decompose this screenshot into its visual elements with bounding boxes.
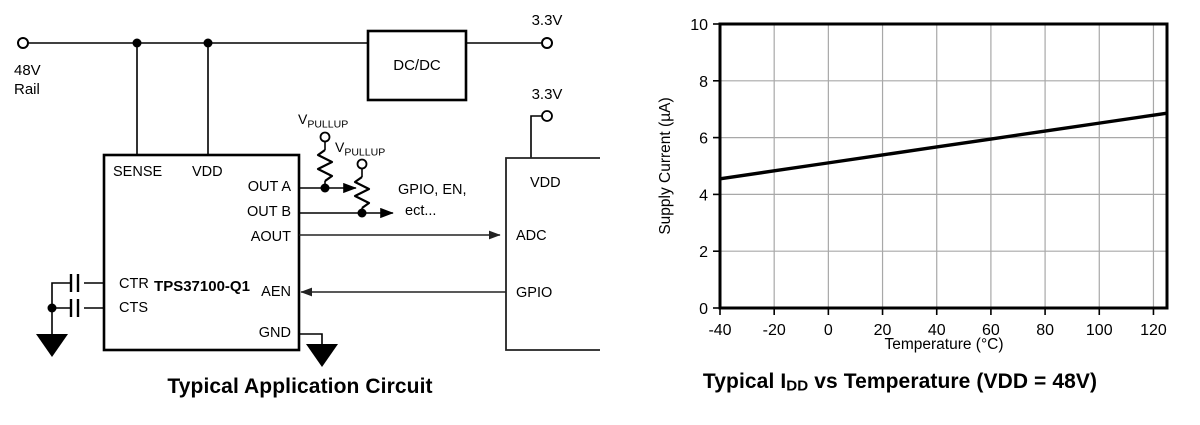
chart-x-tick-label: 100 [1086, 322, 1113, 339]
mcu-pin-label-adc: ADC [516, 228, 547, 244]
load-label-line1: GPIO, EN, [398, 182, 467, 198]
ctr-capacitor-network [51, 274, 104, 308]
dcdc-converter-block [366, 29, 468, 102]
pullup-b-network [299, 158, 394, 219]
typical-application-circuit-diagram: 48V Rail DC/DC 3.3V 3.3V [14, 12, 600, 367]
ic-body-tps37100q1 [102, 153, 301, 352]
rail-label-line1: 48V [14, 62, 41, 79]
ic-pin-label-ctr: CTR [119, 276, 149, 292]
terminal-circle-icon [541, 110, 553, 122]
chart-y-tick-labels: 0 2 4 6 8 10 [690, 17, 708, 318]
chart-gridlines [720, 24, 1167, 308]
chart-x-tick-label: 20 [874, 322, 892, 339]
chart-y-tick-label: 4 [699, 187, 708, 204]
chart-plot-frame [718, 22, 1169, 310]
ic-pin-label-gnd: GND [259, 325, 291, 341]
mcu-supply-wire [530, 110, 553, 158]
mcu-pin-label-gpio: GPIO [516, 285, 552, 301]
pullup-a-label: VPULLUP [298, 111, 348, 131]
terminal-circle-icon [541, 37, 553, 49]
ic-pin-label-aout: AOUT [251, 229, 291, 245]
chart-x-tick-label: 80 [1036, 322, 1054, 339]
load-label-line2: ect... [405, 203, 436, 219]
chart-caption-sub: DD [786, 377, 809, 395]
junction-dot-icon [357, 208, 367, 218]
chart-x-tick-label: 40 [928, 322, 946, 339]
chart-y-tick-label: 6 [699, 131, 708, 148]
dcdc-output-wire [466, 37, 553, 49]
chart-y-tick-label: 10 [690, 17, 708, 34]
chart-x-axis-label: Temperature (°C) [884, 336, 1003, 353]
chart-x-tick-label: 0 [824, 322, 833, 339]
chart-x-tick-label: -40 [708, 322, 731, 339]
pullup-a-network [299, 131, 357, 194]
gnd-ground-connection [299, 333, 338, 367]
ground-symbol-icon [306, 344, 338, 367]
chart-y-tick-label: 0 [699, 301, 708, 318]
mcu-supply-label: 3.3V [532, 86, 563, 103]
ic-part-number: TPS37100-Q1 [154, 278, 250, 295]
mcu-pin-label-vdd: VDD [530, 175, 561, 191]
ic-pin-label-out-b: OUT B [247, 204, 291, 220]
chart-data-line-supply-current [719, 111, 1168, 181]
terminal-circle-icon [17, 37, 29, 49]
dcdc-output-label: 3.3V [532, 12, 563, 29]
cts-capacitor-network [36, 299, 104, 357]
chart-caption-pre: Typical I [702, 370, 787, 393]
ic-pin-label-vdd: VDD [192, 164, 223, 180]
chart-x-tick-label: -20 [763, 322, 786, 339]
mcu-block [505, 157, 600, 351]
idd-vs-temperature-chart: -40 -20 0 20 40 60 80 100 120 0 2 4 6 8 10 Temperatur… [600, 0, 1200, 425]
chart-y-tick-label: 2 [699, 244, 708, 261]
chart-x-tick-label: 120 [1140, 322, 1167, 339]
chart-x-tick-label: 60 [982, 322, 1000, 339]
chart-svg: -40 -20 0 20 40 60 80 100 120 0 2 4 6 8 10 Temperatur… [657, 17, 1169, 353]
circuit-schematic-svg: 48V Rail DC/DC 3.3V 3.3V [14, 12, 600, 367]
rail-junctions [132, 38, 213, 155]
terminal-circle-icon [356, 158, 368, 170]
dcdc-label: DC/DC [393, 57, 441, 74]
pullup-b-label: VPULLUP [335, 139, 385, 159]
ic-pin-label-sense: SENSE [113, 164, 162, 180]
terminal-circle-icon [319, 131, 331, 143]
ic-pin-label-out-a: OUT A [248, 179, 292, 195]
ic-pin-label-aen: AEN [261, 284, 291, 300]
chart-caption: Typical IDD vs Temperature (VDD = 48V) [600, 370, 1200, 395]
rail-label-line2: Rail [14, 81, 40, 98]
junction-dot-icon [320, 183, 330, 193]
chart-y-tick-label: 8 [699, 74, 708, 91]
chart-caption-post: vs Temperature (VDD = 48V) [808, 370, 1098, 393]
resistor-zigzag-icon [353, 176, 371, 209]
chart-y-axis-label: Supply Current (µA) [657, 97, 674, 234]
ic-pin-label-cts: CTS [119, 300, 148, 316]
ground-symbol-icon [36, 334, 68, 357]
resistor-zigzag-icon [316, 149, 334, 182]
circuit-caption: Typical Application Circuit [167, 375, 433, 398]
rail-48v-wire [17, 37, 368, 49]
chart-x-tick-labels: -40 -20 0 20 40 60 80 100 120 [708, 322, 1166, 339]
